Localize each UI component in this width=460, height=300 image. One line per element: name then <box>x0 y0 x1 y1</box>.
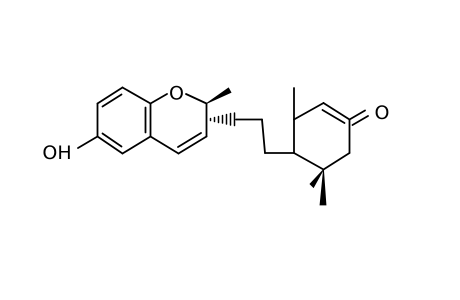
pyran-ring <box>149 93 208 155</box>
bond <box>96 135 124 155</box>
hydroxyl-bond <box>77 135 99 149</box>
ketone-oxygen-label: O <box>375 102 390 124</box>
bond <box>149 93 168 105</box>
cyclohexenone-ring <box>293 102 351 171</box>
bond <box>121 135 152 155</box>
bond <box>293 102 325 121</box>
bond <box>96 86 124 105</box>
double-bond-inner <box>101 93 123 108</box>
ethylene-chain <box>235 118 295 154</box>
bond <box>185 93 208 105</box>
ketone-double-bond <box>348 109 369 126</box>
hashed-bond <box>209 112 236 127</box>
hydroxyl-label: OH <box>42 142 71 164</box>
benzene-ring <box>96 86 152 155</box>
double-bond-inner <box>177 132 202 148</box>
methyl-wedge-bond <box>319 169 327 206</box>
ring-oxygen-label: O <box>169 83 184 105</box>
double-bond-inner <box>321 109 346 124</box>
bond <box>177 135 208 155</box>
bond <box>322 152 351 171</box>
double-bond-inner <box>101 132 123 148</box>
bond <box>293 152 325 171</box>
methyl-wedge-bond <box>309 169 324 189</box>
bond <box>121 86 152 105</box>
bond <box>149 135 180 155</box>
methyl-wedge-bond <box>206 87 232 104</box>
bond <box>261 118 266 154</box>
bond <box>322 102 351 121</box>
